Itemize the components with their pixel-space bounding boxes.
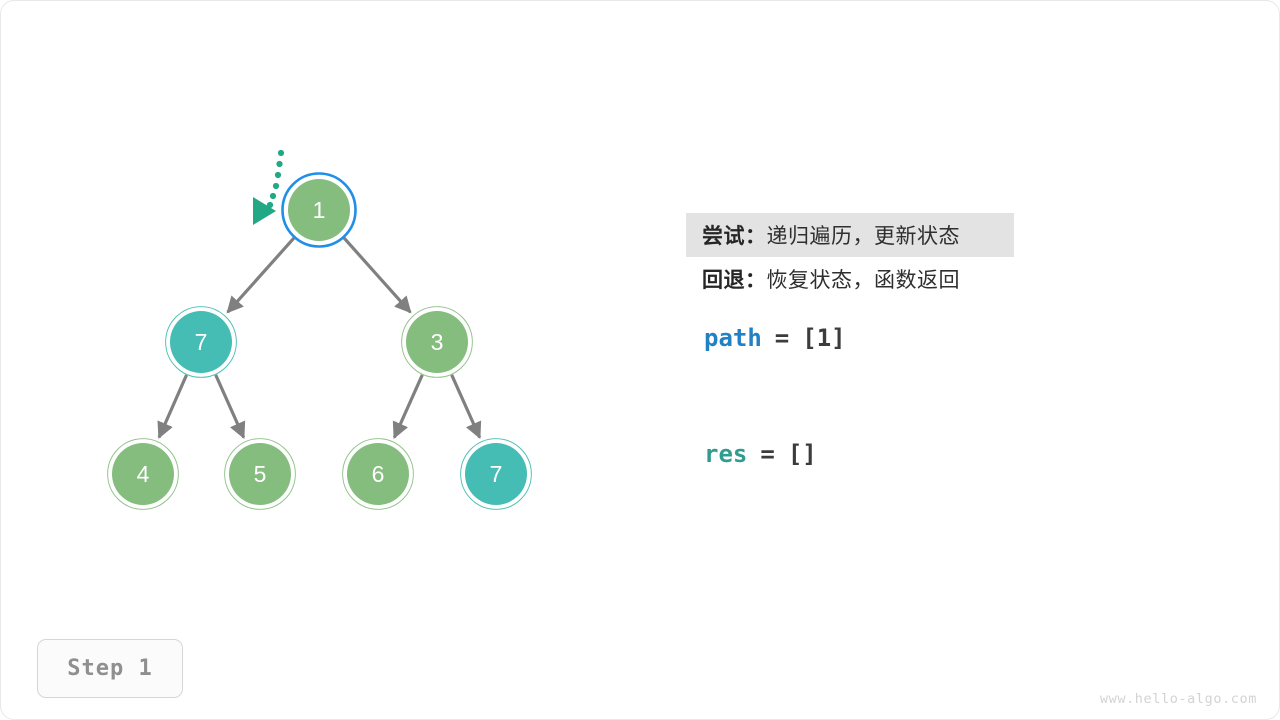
- node-label: 7: [490, 461, 503, 487]
- node-circle: [229, 443, 291, 505]
- node-outer-ring: [460, 438, 532, 510]
- node-white-gap: [108, 439, 178, 509]
- node-outer-ring: [342, 438, 414, 510]
- tree-node-6: 6: [342, 438, 414, 510]
- node-white-gap: [343, 439, 413, 509]
- node-circle: [170, 311, 232, 373]
- tree-edges: [157, 235, 482, 440]
- pointer-dot: [276, 160, 283, 168]
- info-row-try-text: 递归遍历，更新状态: [766, 225, 960, 248]
- node-outer-ring: [224, 438, 296, 510]
- tree-node-5: 5: [224, 438, 296, 510]
- pointer-dot: [274, 171, 282, 179]
- tree-node-3: 3: [401, 306, 473, 378]
- node-white-gap: [225, 439, 295, 509]
- node-outer-ring: [165, 306, 237, 378]
- pointer-dot: [277, 149, 285, 157]
- watermark: www.hello-algo.com: [1100, 691, 1257, 707]
- info-panel: 尝试： 递归遍历，更新状态 回退： 恢复状态，函数返回 path = [1] r…: [686, 213, 1207, 481]
- variable-path-name: path: [704, 324, 762, 352]
- pointer-arrowhead-icon: [253, 197, 276, 225]
- tree-node-7: 7: [460, 438, 532, 510]
- node-outer-ring: [107, 438, 179, 510]
- node-white-gap: [402, 307, 472, 377]
- tree-edge: [214, 374, 246, 440]
- watermark-text: www.hello-algo.com: [1099, 691, 1257, 707]
- node-label: 5: [254, 461, 267, 487]
- node-circle: [112, 443, 174, 505]
- info-row-backtrack-label: 回退：: [702, 269, 767, 292]
- node-highlight-ring: [281, 172, 357, 248]
- node-label: 1: [313, 197, 326, 223]
- node-white-gap: [284, 175, 354, 245]
- tree-edge: [157, 374, 188, 439]
- pointer-dot: [272, 182, 280, 190]
- node-circle: [347, 443, 409, 505]
- variable-path: path = [1]: [687, 311, 1207, 365]
- variable-res-equals: =: [760, 440, 775, 468]
- node-outer-ring: [401, 306, 473, 378]
- variable-res-value: []: [787, 440, 817, 468]
- variable-res: res = []: [687, 427, 1207, 481]
- variable-res-name: res: [704, 440, 748, 468]
- node-label: 7: [195, 329, 208, 355]
- recursion-entry-pointer: [253, 149, 285, 225]
- node-label: 6: [372, 461, 385, 487]
- tree-edge: [341, 235, 412, 314]
- tree-node-7: 7: [165, 306, 237, 378]
- tree-edge: [226, 235, 297, 314]
- info-row-backtrack-text: 恢复状态，函数返回: [766, 269, 960, 292]
- info-row-try: 尝试： 递归遍历，更新状态: [686, 213, 1014, 257]
- info-row-backtrack: 回退： 恢复状态，函数返回: [687, 257, 1207, 301]
- tree-node-1: 1: [281, 172, 357, 248]
- tree-nodes: 1 7 3 4 5 6 7: [107, 172, 532, 510]
- variable-gap-spacer: [687, 365, 1207, 427]
- tree-node-4: 4: [107, 438, 179, 510]
- step-badge-label: Step 1: [67, 656, 153, 681]
- node-circle: [465, 443, 527, 505]
- node-white-gap: [166, 307, 236, 377]
- node-circle: [406, 311, 468, 373]
- tree-edge: [450, 374, 482, 440]
- tree-edge: [392, 374, 424, 440]
- variable-path-equals: =: [774, 324, 790, 352]
- node-label: 4: [137, 461, 150, 487]
- step-badge: Step 1: [37, 639, 183, 698]
- pointer-dot: [269, 192, 277, 200]
- info-row-try-label: 尝试：: [702, 225, 767, 248]
- variable-path-value: [1]: [802, 324, 846, 352]
- node-label: 3: [431, 329, 444, 355]
- node-circle: [288, 179, 350, 241]
- node-white-gap: [461, 439, 531, 509]
